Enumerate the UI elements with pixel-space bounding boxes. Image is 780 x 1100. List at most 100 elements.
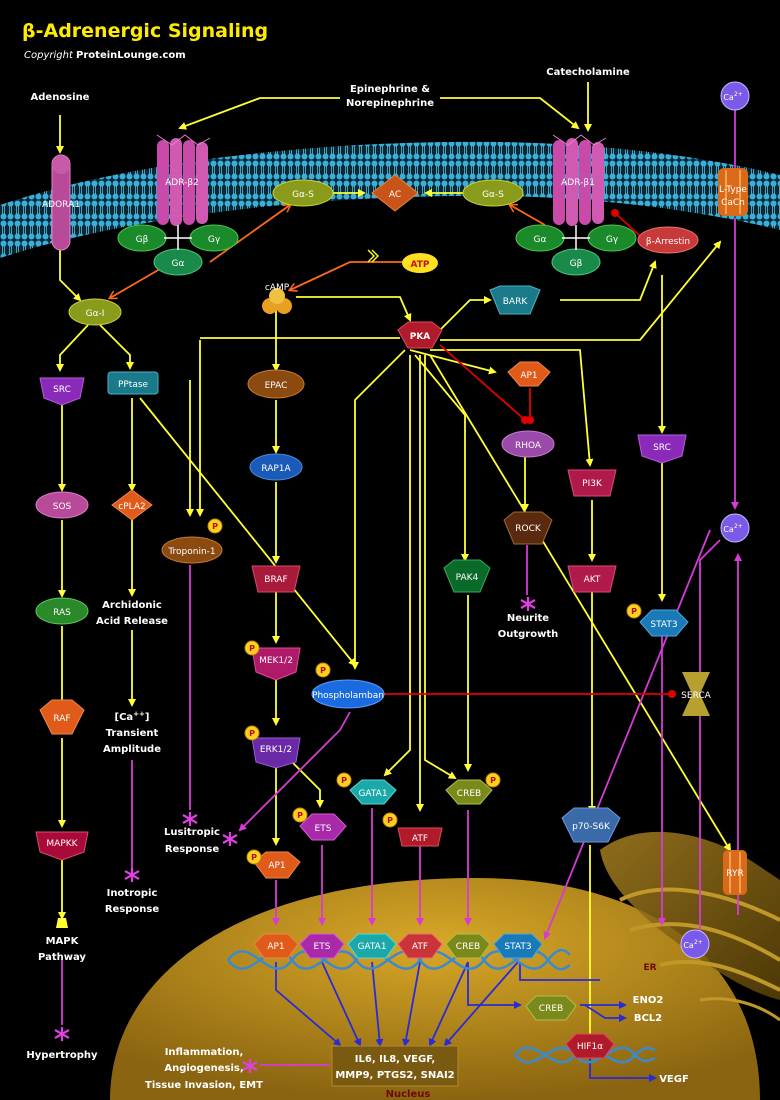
- adrb1-receptor[interactable]: [552, 134, 607, 226]
- node-ap1-top[interactable]: [507, 361, 551, 387]
- text-cpla2: cPLA2: [118, 502, 145, 512]
- label-targets2: MMP9, PTGS2, SNAI2: [335, 1070, 454, 1081]
- phospho-badges: [207, 518, 642, 865]
- node-ets-mid[interactable]: [299, 813, 347, 841]
- copyright-prefix: Copyright: [24, 50, 77, 61]
- label-bcl2: BCL2: [634, 1013, 662, 1024]
- adrb2-receptor[interactable]: [156, 134, 211, 226]
- node-hif1a[interactable]: [565, 1033, 615, 1059]
- atp-glyph: [367, 249, 379, 263]
- node-braf[interactable]: [251, 565, 301, 593]
- text-raf: RAF: [53, 714, 70, 724]
- node-bark[interactable]: [489, 285, 541, 315]
- node-phospholamban[interactable]: [311, 679, 385, 709]
- node-cpla2[interactable]: [111, 489, 153, 521]
- ryr-channel[interactable]: [723, 850, 747, 895]
- text-braf: BRAF: [264, 575, 287, 585]
- label-inflam2: Angiogenesis,: [164, 1063, 243, 1074]
- node-pi3k[interactable]: [567, 469, 617, 497]
- text-akt: AKT: [584, 575, 601, 585]
- node-gai[interactable]: [68, 298, 122, 326]
- node-dna-atf[interactable]: [397, 933, 443, 959]
- label-inflam3: Tissue Invasion, EMT: [145, 1080, 263, 1091]
- node-ap1-mid[interactable]: [253, 851, 301, 879]
- node-pka[interactable]: [397, 321, 443, 349]
- orange-arrows: [110, 205, 546, 298]
- node-rock[interactable]: [503, 511, 553, 545]
- node-ras[interactable]: [35, 597, 89, 625]
- ca-ion-er: [680, 929, 710, 959]
- p-badge-stat3: P: [631, 607, 637, 616]
- text-adrb2: ADR-β2: [165, 178, 199, 188]
- p-badge-ap1: P: [251, 853, 257, 862]
- label-archidonic2: Acid Release: [96, 616, 168, 627]
- label-inflam1: Inflammation,: [165, 1047, 244, 1058]
- label-epi-line2: Norepinephrine: [346, 98, 434, 109]
- page-title: β-Adrenergic Signaling: [22, 20, 269, 42]
- text-pak4: PAK4: [456, 573, 479, 583]
- node-p70s6k[interactable]: [561, 807, 621, 843]
- text-gb-left: Gβ: [136, 235, 149, 245]
- ltype-ca-channel[interactable]: [718, 168, 748, 216]
- label-inotropic2: Response: [105, 904, 160, 915]
- text-hif1a: HIF1α: [577, 1042, 603, 1052]
- node-pak4[interactable]: [443, 559, 491, 593]
- text-dna-stat3: STAT3: [504, 942, 531, 952]
- text-dna-creb: CREB: [456, 942, 480, 952]
- text-ets-mid: ETS: [315, 824, 332, 834]
- node-dna-ap1[interactable]: [253, 933, 299, 959]
- node-ac[interactable]: [371, 174, 419, 212]
- node-erk12[interactable]: [251, 737, 301, 769]
- node-creb-low[interactable]: [525, 995, 577, 1021]
- serca-pump[interactable]: [682, 672, 710, 716]
- node-mek12[interactable]: [251, 647, 301, 681]
- copyright-brand: ProteinLounge.com: [76, 50, 186, 61]
- text-atp: ATP: [410, 260, 429, 270]
- node-src-right[interactable]: [637, 434, 687, 464]
- node-gas-left[interactable]: [272, 179, 334, 207]
- text-ga-right: Gα: [534, 235, 547, 245]
- label-hypertrophy: Hypertrophy: [26, 1050, 98, 1061]
- node-dna-stat3[interactable]: [493, 933, 543, 959]
- node-camp[interactable]: [262, 288, 292, 314]
- node-raf[interactable]: [39, 699, 85, 735]
- node-dna-ets[interactable]: [299, 933, 345, 959]
- node-pptase[interactable]: [107, 371, 159, 395]
- text-sos: SOS: [53, 502, 72, 512]
- node-akt[interactable]: [567, 565, 617, 593]
- copyright: Copyright ProteinLounge.com: [24, 50, 186, 61]
- node-stat3-top[interactable]: [639, 609, 689, 637]
- node-src-left[interactable]: [39, 377, 85, 406]
- text-dna-atf: ATF: [412, 942, 428, 952]
- text-troponin: Troponin-1: [167, 547, 215, 557]
- node-atf-mid[interactable]: [397, 827, 443, 847]
- node-sos[interactable]: [35, 491, 89, 519]
- text-ga-left: Gα: [172, 259, 185, 269]
- node-rap1a[interactable]: [249, 453, 303, 481]
- node-dna-gata1[interactable]: [347, 933, 397, 959]
- activation-arrows: [56, 82, 732, 1042]
- text-gb-right: Gβ: [570, 259, 583, 269]
- node-rhoa[interactable]: [501, 430, 555, 458]
- node-barrestin[interactable]: [637, 226, 699, 254]
- node-mapkk[interactable]: [35, 831, 89, 861]
- text-ras: RAS: [53, 608, 71, 618]
- ca-ion-top: [720, 81, 750, 111]
- node-gata1-mid[interactable]: [349, 779, 397, 805]
- target-genes-box: [331, 1045, 459, 1087]
- node-dna-creb[interactable]: [445, 933, 491, 959]
- node-troponin[interactable]: [161, 536, 223, 564]
- text-ltype1: L-Type: [719, 185, 747, 195]
- node-creb-mid[interactable]: [445, 779, 493, 805]
- text-epac: EPAC: [265, 381, 288, 391]
- label-neurite1: Neurite: [507, 613, 549, 624]
- p-badge-phospholamban: P: [320, 666, 326, 675]
- text-creb-mid: CREB: [457, 789, 481, 799]
- text-mapkk: MAPKK: [46, 839, 78, 849]
- node-atp[interactable]: [402, 253, 438, 273]
- adora1-receptor[interactable]: [51, 154, 71, 251]
- node-epac[interactable]: [247, 369, 305, 399]
- node-gas-right[interactable]: [462, 179, 524, 207]
- text-ryr: RYR: [726, 869, 743, 879]
